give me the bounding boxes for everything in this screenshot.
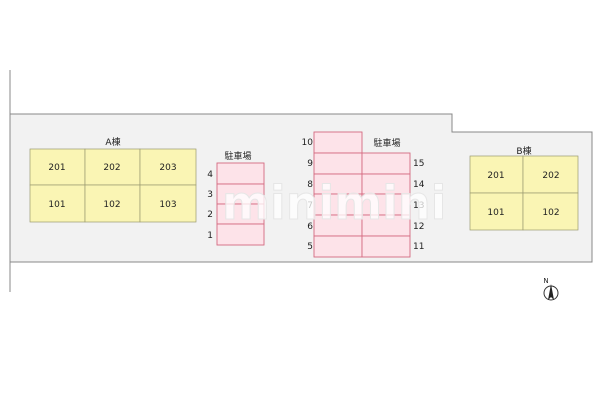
parking-slot-15: [361, 152, 411, 175]
unit-b-101: [469, 192, 524, 231]
room-a-201: 201: [48, 163, 65, 173]
parking-slot-11: [361, 235, 411, 258]
parking-slot-9: [313, 152, 363, 175]
unit-a-203: [139, 148, 197, 186]
north-arrow-icon: N: [543, 277, 559, 301]
room-a-203: 203: [159, 163, 176, 173]
compass-label: N: [543, 277, 548, 285]
parking-number-3: 3: [207, 190, 213, 200]
unit-b-102: [522, 192, 579, 231]
parking-slot-5: [313, 235, 363, 258]
unit-b-201: [469, 155, 524, 194]
room-a-202: 202: [103, 163, 120, 173]
parking-slot-10: [313, 131, 363, 154]
parking-number-15: 15: [413, 159, 424, 169]
parking-number-10: 10: [302, 138, 314, 148]
parking-right: 駐車場 10 9 8 7 6 5 15 14 13 12 11: [302, 131, 425, 258]
parking-left-label: 駐車場: [224, 150, 251, 162]
parking-number-13: 13: [413, 201, 424, 211]
parking-number-1: 1: [207, 231, 213, 241]
unit-b-202: [522, 155, 579, 194]
parking-number-6: 6: [307, 222, 313, 232]
parking-number-4: 4: [207, 170, 213, 180]
room-a-101: 101: [48, 200, 65, 210]
parking-number-8: 8: [307, 180, 313, 190]
parking-right-label: 駐車場: [373, 137, 400, 149]
room-b-102: 102: [542, 208, 559, 218]
room-a-102: 102: [103, 200, 120, 210]
parking-number-12: 12: [413, 222, 424, 232]
unit-a-201: [29, 148, 86, 186]
parking-left: 駐車場 4 3 2 1: [207, 150, 265, 246]
unit-a-202: [84, 148, 141, 186]
parking-number-9: 9: [307, 159, 313, 169]
building-b-label: B棟: [516, 145, 531, 157]
parking-slot-1: [216, 223, 265, 246]
watermark-logo: minimini: [222, 176, 446, 230]
room-b-202: 202: [542, 171, 559, 181]
parking-number-5: 5: [307, 242, 313, 252]
room-b-201: 201: [487, 171, 504, 181]
room-a-103: 103: [159, 200, 176, 210]
room-b-101: 101: [487, 208, 504, 218]
parking-number-14: 14: [413, 180, 425, 190]
parking-number-2: 2: [207, 210, 213, 220]
building-a-label: A棟: [105, 136, 120, 148]
parking-number-11: 11: [413, 242, 424, 252]
unit-a-103: [139, 184, 197, 223]
building-a: A棟 201 202 203 101 102 103: [29, 136, 197, 223]
building-b: B棟 201 202 101 102: [469, 145, 579, 231]
parking-number-7: 7: [307, 201, 313, 211]
